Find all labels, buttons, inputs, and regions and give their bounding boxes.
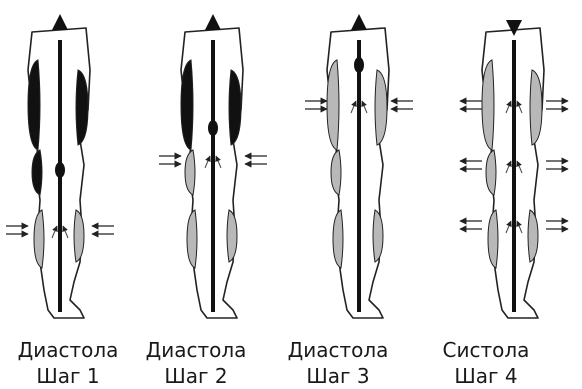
caption-step-2: Диастола Шаг 2 [136,337,256,389]
calf-cuff-right [74,210,84,262]
calf-cuff-right [528,210,538,262]
caption-step-3: Диастола Шаг 3 [278,337,398,389]
leg-figure-4 [460,20,568,318]
knee-cuff-left [32,150,42,195]
calf-cuff-left [488,210,498,268]
caption-step-1: Диастола Шаг 1 [8,337,128,389]
knee-cuff-left [331,150,341,195]
caption-step-number-4: Шаг 4 [426,363,546,389]
caption-step-4: Систола Шаг 4 [426,337,546,389]
leg-figure-1 [6,14,114,318]
caption-step-number-1: Шаг 1 [8,363,128,389]
flow-up-arrow-icon [52,14,68,30]
caption-phase-1: Диастола [8,337,128,363]
caption-phase-2: Диастола [136,337,256,363]
leg-figure-3 [305,14,413,318]
knee-cuff-left [185,150,195,195]
caption-phase-3: Диастола [278,337,398,363]
calf-cuff-left [333,210,343,268]
caption-phase-4: Систола [426,337,546,363]
caption-step-number-2: Шаг 2 [136,363,256,389]
pneumatic-compression-diagram [0,0,582,330]
calf-cuff-left [187,210,197,268]
knee-cuff-left [486,150,496,195]
blood-bolus [55,162,65,178]
flow-up-arrow-icon [205,14,221,30]
calf-cuff-right [373,210,383,262]
blood-bolus [208,120,218,136]
leg-figure-2 [159,14,267,318]
caption-step-number-3: Шаг 3 [278,363,398,389]
calf-cuff-left [34,210,44,268]
calf-cuff-right [227,210,237,262]
flow-up-arrow-icon [351,14,367,30]
blood-bolus [354,57,364,73]
